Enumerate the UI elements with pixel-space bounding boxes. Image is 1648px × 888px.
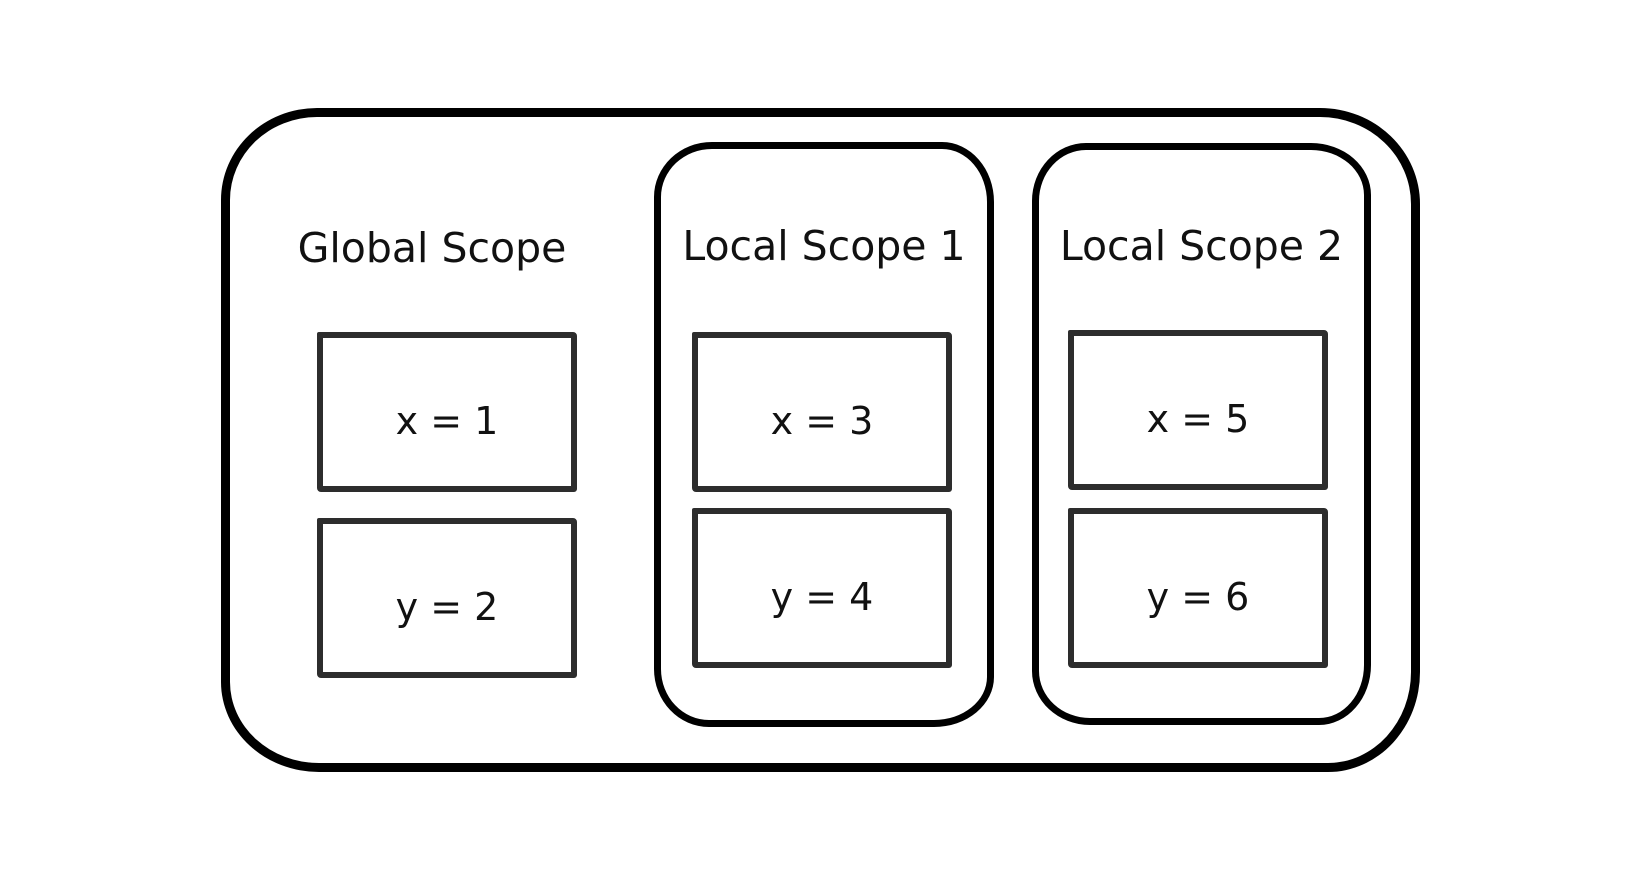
local-scope-2-variable-x-value: x = 5 <box>1146 397 1250 441</box>
global-variable-y-value: y = 2 <box>395 585 499 629</box>
global-scope-container: Global Scope x = 1 y = 2 Local Scope 1 x… <box>221 108 1420 772</box>
local-scope-2-variable-box-x: x = 5 <box>1068 330 1328 490</box>
local-scope-1-variable-x-value: x = 3 <box>770 399 874 443</box>
local-scope-1-variable-y-value: y = 4 <box>770 575 874 619</box>
global-scope-label: Global Scope <box>297 224 567 272</box>
local-scope-2-label: Local Scope 2 <box>1059 222 1344 270</box>
local-scope-2-container: Local Scope 2 x = 5 y = 6 <box>1032 143 1371 725</box>
local-scope-1-label: Local Scope 1 <box>682 222 966 270</box>
local-scope-1-variable-box-y: y = 4 <box>692 508 952 668</box>
global-variable-box-y: y = 2 <box>317 518 577 678</box>
local-scope-1-container: Local Scope 1 x = 3 y = 4 <box>654 142 994 727</box>
global-variable-box-x: x = 1 <box>317 332 577 492</box>
local-scope-1-variable-box-x: x = 3 <box>692 332 952 492</box>
global-variable-x-value: x = 1 <box>395 399 499 443</box>
local-scope-2-variable-y-value: y = 6 <box>1146 575 1250 619</box>
local-scope-2-variable-box-y: y = 6 <box>1068 508 1328 668</box>
